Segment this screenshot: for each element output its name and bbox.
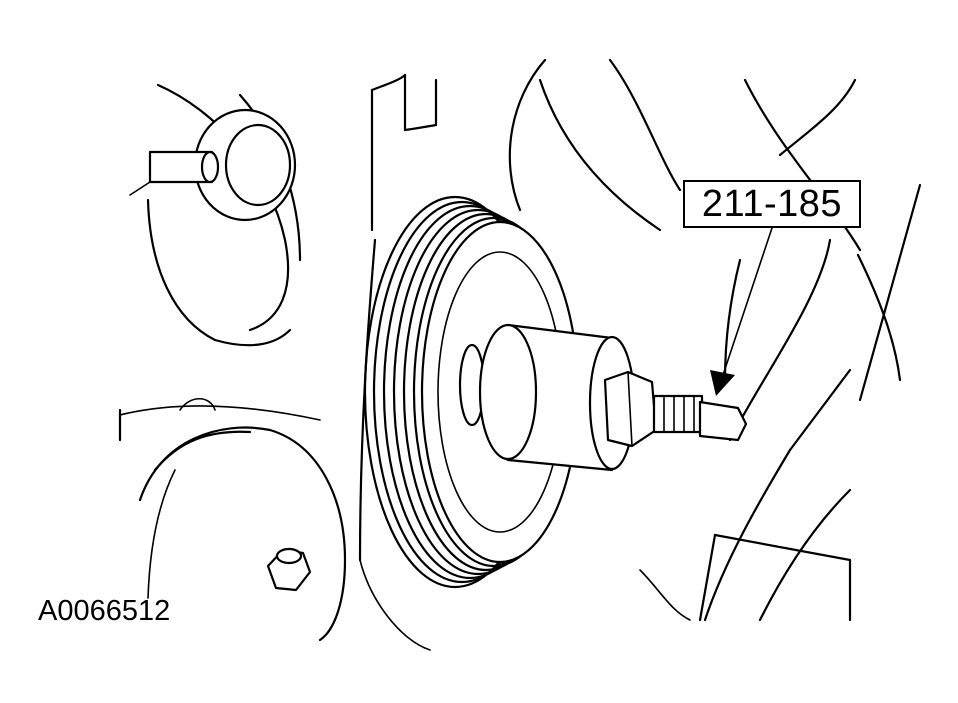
- center-bracket: [358, 58, 682, 651]
- figure-leader: [147, 469, 176, 599]
- tool-number-label: 211-185: [683, 180, 861, 228]
- special-tool-211-185: [458, 323, 748, 472]
- drive-belt: [639, 78, 922, 622]
- callout-leader-arrow: [710, 227, 773, 396]
- mounting-bolt: [266, 547, 312, 592]
- figure-id-label: A0066512: [38, 595, 171, 627]
- lower-left-wheel: [138, 397, 347, 642]
- left-stud: [129, 108, 297, 222]
